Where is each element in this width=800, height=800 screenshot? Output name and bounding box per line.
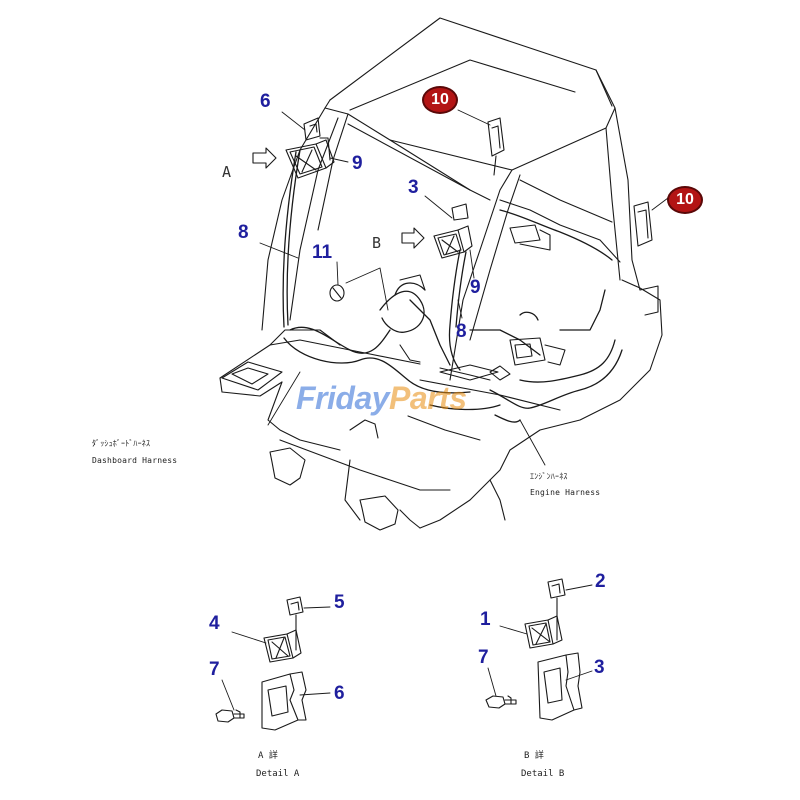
callout-3: 3 [594, 657, 605, 678]
detail-b-leaders [487, 584, 593, 697]
detail-b-drawing [485, 578, 583, 721]
callout-9: 9 [352, 153, 363, 174]
callout-10-badge: 10 [667, 186, 703, 214]
detail-b-mark: B 詳 [524, 751, 544, 761]
detail-a-drawing [215, 596, 307, 731]
callout-2: 2 [595, 571, 606, 592]
callout-1: 1 [480, 609, 491, 630]
callout-4: 4 [209, 613, 220, 634]
detail-b-caption: Detail B [521, 769, 565, 779]
callout-7: 7 [209, 659, 220, 680]
detail-a-leaders [221, 606, 331, 711]
engine-harness-label-jp: ｴﾝｼﾞﾝﾊｰﾈｽ [530, 472, 568, 481]
callout-10-badge: 10 [422, 86, 458, 114]
grommet-11 [329, 284, 345, 302]
view-arrow-b [401, 227, 425, 249]
callout-5: 5 [334, 592, 345, 613]
callout-6: 6 [260, 91, 271, 112]
watermark-logo: FridayParts [296, 380, 467, 416]
detail-a-caption: Detail A [256, 769, 300, 779]
dashboard-harness-label-jp: ﾀﾞｯｼｭﾎﾞｰﾄﾞﾊｰﾈｽ [92, 439, 151, 448]
rear-lamp-right [633, 201, 653, 247]
cab-roof [324, 17, 616, 171]
view-arrow-a [252, 147, 277, 169]
callout-8: 8 [456, 321, 467, 342]
center-work-lamp [433, 203, 473, 259]
leader-lines [259, 109, 669, 466]
engine-harness-label: Engine Harness [530, 488, 601, 497]
dashboard-harness-label: Dashboard Harness [92, 456, 178, 465]
detail-a-mark: A 詳 [258, 751, 278, 761]
callout-3: 3 [408, 177, 419, 198]
callout-11: 11 [312, 242, 333, 263]
engine-harness-parts [399, 224, 566, 381]
cab-front-frame [261, 107, 521, 381]
view-letter-a: A [222, 163, 232, 181]
callout-8: 8 [238, 222, 249, 243]
left-work-lamp [285, 117, 335, 179]
cab-rear-frame [499, 107, 641, 291]
view-letter-b: B [372, 234, 382, 252]
wire-harness [282, 149, 623, 423]
callout-7: 7 [478, 647, 489, 668]
callout-9: 9 [470, 277, 481, 298]
rear-lamp-top [487, 117, 505, 176]
callout-6: 6 [334, 683, 345, 704]
